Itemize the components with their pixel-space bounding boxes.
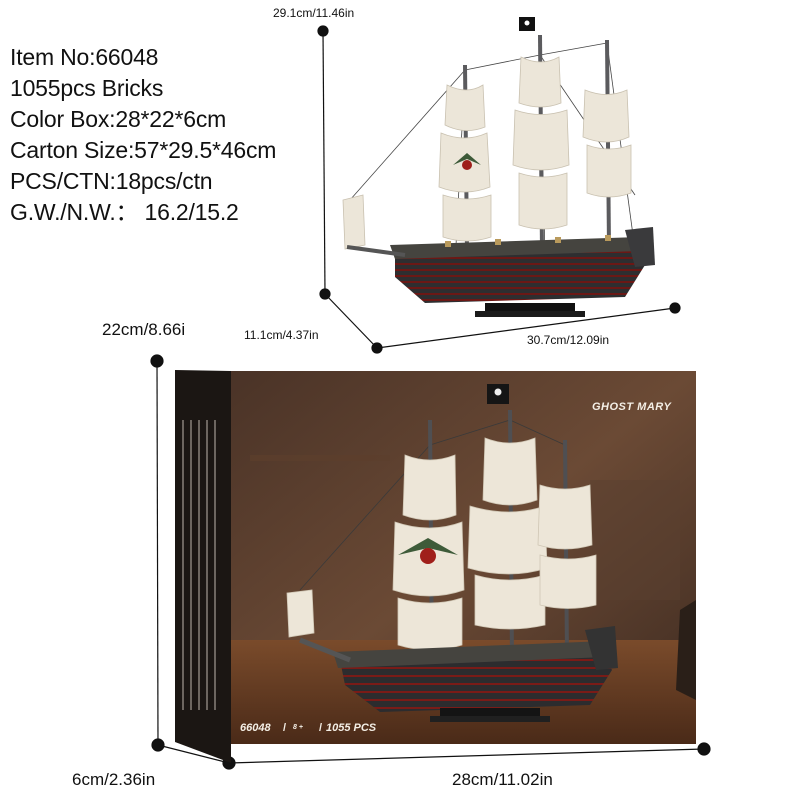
spec-weight: G.W./N.W.： 16.2/15.2 xyxy=(10,199,239,225)
box-width-label: 28cm/11.02in xyxy=(452,770,553,789)
ghost-emblem-icon xyxy=(453,153,481,170)
box-ghost-emblem-icon xyxy=(398,538,458,564)
model-height-label: 29.1cm/11.46in xyxy=(273,6,355,20)
box-separator: / xyxy=(283,722,287,734)
box-separator-2: / xyxy=(319,722,323,734)
ship-model-image xyxy=(342,17,655,317)
box-age: 8 + xyxy=(293,724,303,731)
box-item-code: 66048 xyxy=(240,722,271,734)
spec-pcs-ctn: PCS/CTN:18pcs/ctn xyxy=(10,168,213,194)
spec-list: Item No:66048 1055pcs Bricks Color Box:2… xyxy=(10,42,276,228)
spec-item-no: Item No:66048 xyxy=(10,44,159,70)
box-height-label: 22cm/8.66i xyxy=(102,320,186,339)
spec-pieces: 1055pcs Bricks xyxy=(10,75,164,101)
model-length-label: 30.7cm/12.09in xyxy=(527,333,610,347)
model-depth-label: 11.1cm/4.37in xyxy=(244,328,319,342)
box-title: GHOST MARY xyxy=(592,401,672,413)
spec-carton-size: Carton Size:57*29.5*46cm xyxy=(10,137,277,163)
box-depth-label: 6cm/2.36in xyxy=(72,770,156,789)
box-pieces: 1055 PCS xyxy=(326,722,377,734)
spec-color-box: Color Box:28*22*6cm xyxy=(10,106,227,132)
